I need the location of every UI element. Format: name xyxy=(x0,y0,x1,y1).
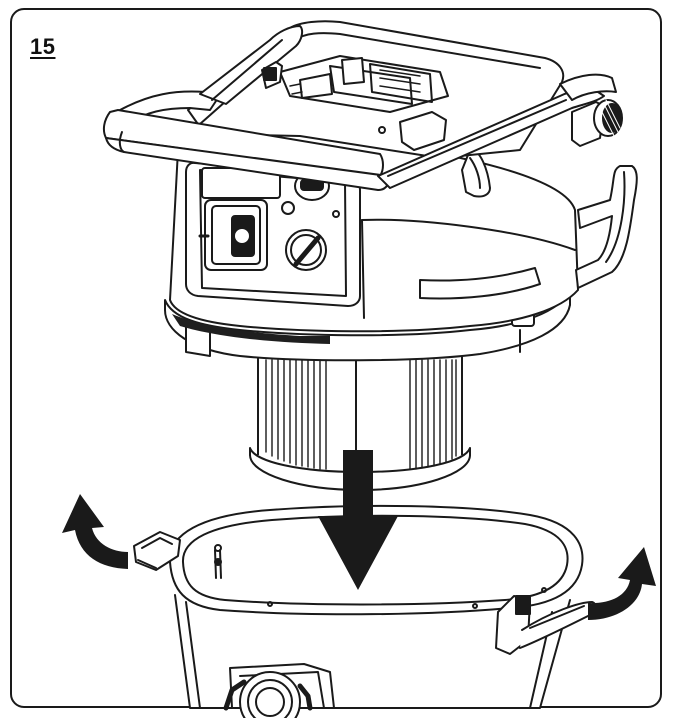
tank xyxy=(133,504,597,718)
hose-inlet xyxy=(223,663,335,718)
cord-hook xyxy=(575,165,638,289)
upward-curved-arrow-icon xyxy=(62,494,128,569)
rotary-knob xyxy=(285,229,327,271)
handle-pivot-knob-left xyxy=(261,61,283,89)
transport-handle xyxy=(102,25,623,191)
filter-clean-mechanism xyxy=(279,55,449,113)
upward-curved-arrow-icon xyxy=(588,547,656,620)
downward-insert-arrow-icon xyxy=(318,450,398,590)
tank-handle-left xyxy=(133,531,181,571)
power-socket xyxy=(198,199,268,271)
handle-pivot-knob-right xyxy=(571,99,623,147)
tank-rim xyxy=(168,504,584,616)
step-number-label: 15 xyxy=(30,34,56,59)
